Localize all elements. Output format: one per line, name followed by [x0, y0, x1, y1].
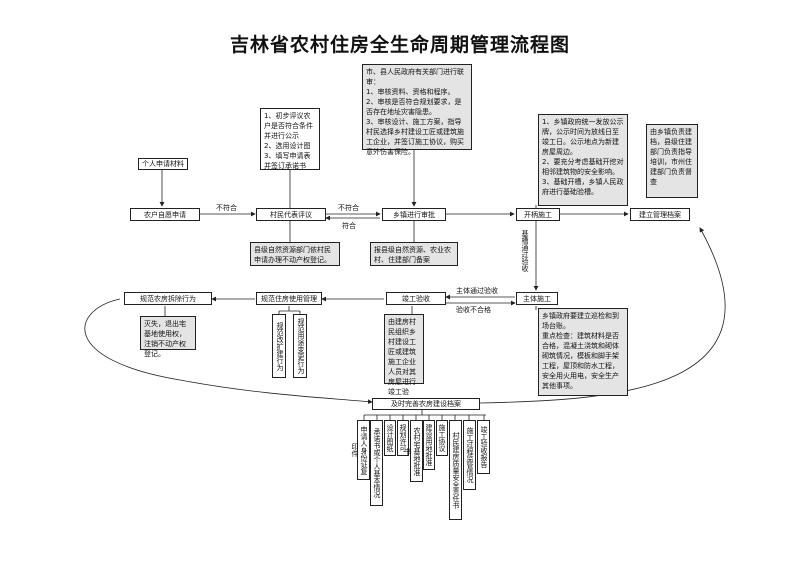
village-step-1: 1、初步评议农户是否符合条件并进行公示 [264, 112, 313, 140]
acceptance-node: 竣工验收 [386, 292, 446, 305]
village-step-3: 3、填写申请表并签订承诺书 [264, 152, 311, 170]
construction-note-2: 重点检查：建筑材料是否合格，混凝土浇筑和砌体砌筑情况，模板和脚手架工程，屋顶和防… [542, 332, 619, 390]
archive-node: 建立管理档案 [630, 208, 690, 221]
edge-label-foundation: 基槽通过验收 [521, 230, 529, 272]
usage-manage-node: 规范住房使用管理 [256, 292, 322, 305]
town-step-1: 1、乡镇政府统一发放公示牌，公示时间为放线日至竣工日。公示地点为新建房屋周边。 [542, 118, 624, 156]
usage-item-extension: 规范改扩建行为 [272, 314, 286, 378]
archive-item-permit: 规划许可 [397, 420, 409, 456]
construction-note-1: 乡镇政府要建立巡检和到场台账。 [542, 312, 619, 330]
town-review-node: 乡镇进行审批 [382, 208, 446, 221]
archive-item-supervision: 施工过程监管情况 [463, 420, 476, 490]
town-step-2: 2、要充分考虑基础开挖对相邻建筑物的安全影响。 [542, 158, 624, 176]
archive-item-agreement: 施工协议 [436, 420, 448, 456]
town-steps-note: 1、乡镇政府统一发放公示牌，公示时间为放线日至竣工日。公示地点为新建房屋周边。 … [538, 114, 628, 206]
archive-timely-node: 及时完善农房建设档案 [372, 398, 480, 410]
county-review-note: 市、县人民政府有关部门进行联审： 1、审核资料、资格和程序。 2、审核是否符合规… [362, 64, 472, 156]
village-review-node: 村民代表评议 [256, 208, 326, 221]
demolish-node: 规范农房拆除行为 [124, 292, 212, 305]
edge-label-eligible: 符合 [342, 222, 356, 230]
county-step-0: 市、县人民政府有关部门进行联审： [366, 68, 464, 86]
usage-item-purpose: 规范用途变更行为 [293, 314, 307, 378]
deed-registration-note: 县级自然资源部门依村民申请办理不动产权登记。 [250, 242, 340, 266]
construction-node: 主体施工 [516, 292, 558, 305]
edge-loop-archive [84, 298, 373, 405]
archive-item-acceptance-report: 竣工验收报告 [477, 420, 490, 474]
archive-item-safety: 村民建房质量安全责任书 [449, 420, 462, 520]
town-step-3: 3、基础开槽，乡镇人民政府进行基础验槽。 [542, 178, 624, 196]
village-steps-note: 1、初步评议农户是否符合条件并进行公示 2、选用设计图 3、填写申请表并签订承诺… [260, 108, 320, 170]
archive-item-id-copy: 申请人身份证复印件 [351, 420, 370, 480]
archive-note: 由乡镇负责建档，县级住建部门负责指导培训，市州住建部门负责督查 [646, 124, 698, 198]
report-filing-note: 报县级自然资源、农业农村、住建部门备案 [370, 242, 458, 266]
individual-apply-node: 个人申请材料 [138, 158, 188, 170]
county-step-3: 3、审核设计、施工方案，指导村民选择乡村建设工匠或建筑施工企业，并签订施工协议，… [366, 118, 464, 156]
edge-label-not-eligible-1: 不符合 [216, 204, 237, 212]
edge-loop-to-archive-box [479, 227, 726, 404]
construction-notes: 乡镇政府要建立巡检和到场台账。 重点检查：建筑材料是否合格，混凝土浇筑和砌体砌筑… [538, 308, 628, 396]
start-work-node: 开柄施工 [516, 208, 560, 221]
county-step-2: 2、审核是否符合规划要求，是否存在地址灾害隐患。 [366, 98, 462, 116]
archive-item-homestead: 农村宅基地批准书 [404, 420, 423, 482]
page-title: 吉林省农村住房全生命周期管理流程图 [229, 34, 570, 56]
edge-label-not-eligible-2: 不符合 [338, 204, 359, 212]
county-step-1: 1、审核资料、资格和程序。 [366, 88, 455, 96]
archive-item-land-approval: 建设用地批准 [423, 420, 435, 470]
archive-item-commitment: 承诺书或个人基本情况 [370, 420, 383, 506]
edge-label-main-pass: 主体通过验收 [456, 287, 498, 295]
village-step-2: 2、选用设计图 [264, 142, 311, 150]
demolish-note: 灭失，退出宅基地使用权，注销不动产权登记。 [140, 316, 196, 358]
archive-item-design: 设计图纸 [384, 420, 396, 456]
farmer-apply-node: 农户自愿申请 [130, 208, 200, 221]
edge-label-accept-fail: 验收不合格 [456, 306, 491, 314]
acceptance-note: 由建房村民组织乡村建设工匠或建筑施工企业人员对其房屋进行竣工验收。 [384, 314, 424, 406]
